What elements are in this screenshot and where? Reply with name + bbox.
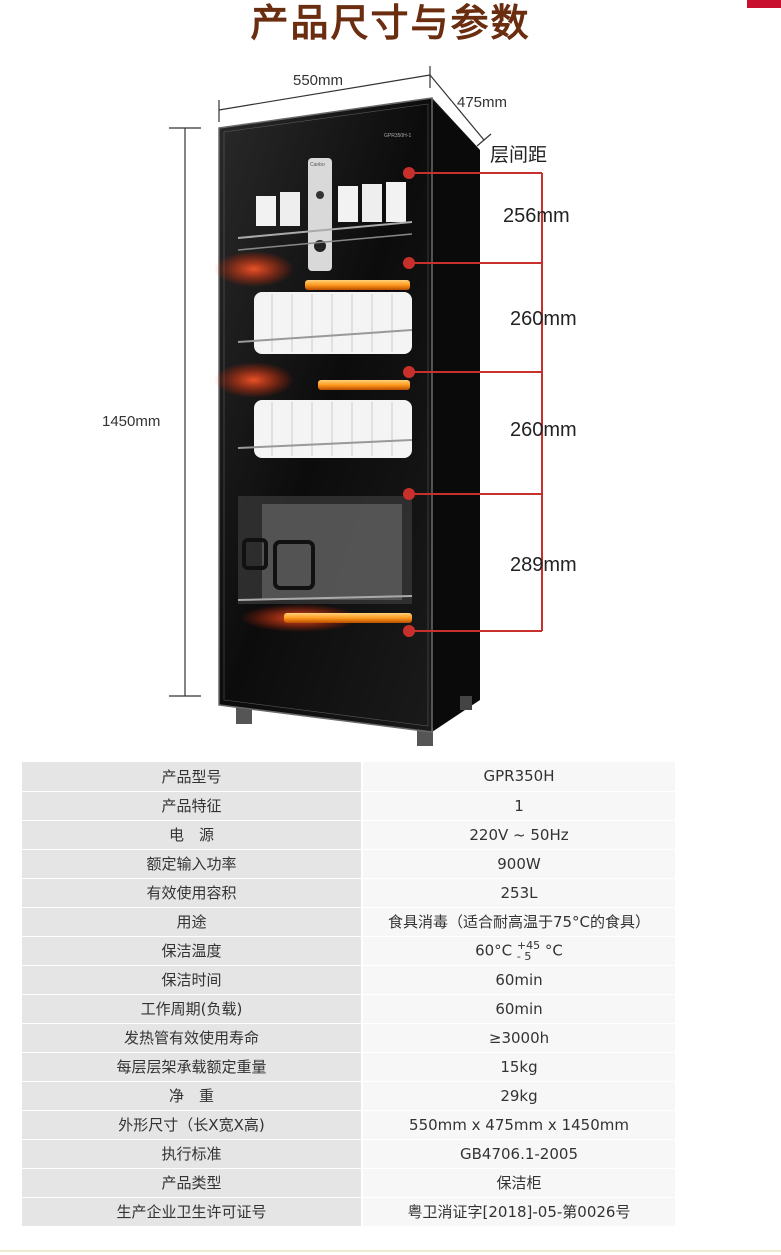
spec-value: GB4706.1-2005 [361, 1139, 675, 1169]
layer-spacing-markers [403, 167, 543, 637]
gap-label-4: 289mm [510, 554, 577, 576]
spec-value: 29kg [361, 1081, 675, 1111]
temp-base: 60°C [475, 941, 513, 959]
spec-key: 外形尺寸（长X宽X高) [22, 1110, 362, 1140]
gap-label-2: 260mm [510, 308, 577, 330]
table-row: 生产企业卫生许可证号粤卫消证字[2018]-05-第0026号 [22, 1197, 675, 1227]
bottom-dish-rack [237, 496, 413, 604]
brand-plate: Canbo [310, 162, 325, 168]
temp-tolerance: +45- 5 [517, 940, 540, 962]
plate-rack-2 [237, 400, 413, 458]
spec-key: 电 源 [22, 820, 362, 850]
spec-key: 净 重 [22, 1081, 362, 1111]
table-row: 保洁温度 60°C +45- 5 °C [22, 936, 675, 966]
page-title: 产品尺寸与参数 [250, 1, 531, 45]
spec-key: 产品特征 [22, 791, 362, 821]
spec-value-temperature: 60°C +45- 5 °C [361, 936, 675, 966]
cabinet-foot [460, 696, 472, 710]
spec-value: 900W [361, 849, 675, 879]
model-plate: GPR350H-1 [384, 133, 411, 139]
width-dimension [218, 66, 431, 122]
product-figure: GPR350H-1 Canbo 550mm 475mm 1450mm 层间距 2… [0, 60, 781, 750]
spec-key: 产品型号 [22, 762, 362, 792]
temp-plus: +45 [516, 938, 541, 952]
spec-value: 粤卫消证字[2018]-05-第0026号 [361, 1197, 675, 1227]
spec-value: 食具消毒（适合耐高温于75°C的食具） [361, 907, 675, 937]
spec-value: ≥3000h [361, 1023, 675, 1053]
spec-key: 工作周期(负载) [22, 994, 362, 1024]
temp-unit: °C [544, 941, 563, 959]
spec-key: 执行标准 [22, 1139, 362, 1169]
table-row: 产品类型保洁柜 [22, 1168, 675, 1198]
cabinet-foot [417, 728, 433, 746]
heater-tube [318, 380, 410, 390]
height-label: 1450mm [102, 413, 161, 430]
top-shelf-cups [237, 182, 413, 251]
corner-accent [747, 0, 781, 8]
spec-value: 550mm x 475mm x 1450mm [361, 1110, 675, 1140]
spec-value: 220V ~ 50Hz [361, 820, 675, 850]
depth-dimension [429, 74, 492, 147]
spec-key: 额定输入功率 [22, 849, 362, 879]
spec-key: 发热管有效使用寿命 [22, 1023, 362, 1053]
width-label: 550mm [293, 72, 344, 89]
layer-spacing-label: 层间距 [490, 144, 548, 166]
spec-key: 产品类型 [22, 1168, 362, 1198]
heater-tube [305, 280, 410, 290]
spec-value: 1 [361, 791, 675, 821]
control-panel [308, 158, 332, 271]
spec-value: 60min [361, 965, 675, 995]
cabinet-foot [236, 708, 252, 724]
power-button [316, 191, 324, 199]
cabinet-side [432, 98, 480, 732]
spec-key: 用途 [22, 907, 362, 937]
spec-key: 保洁时间 [22, 965, 362, 995]
gap-label-3: 260mm [510, 419, 577, 441]
spec-key: 保洁温度 [22, 936, 362, 966]
table-row: 用途食具消毒（适合耐高温于75°C的食具） [22, 907, 675, 937]
spec-value: 15kg [361, 1052, 675, 1082]
temp-minus: - 5 [516, 949, 532, 963]
spec-value: GPR350H [361, 762, 675, 792]
spec-key: 每层层架承载额定重量 [22, 1052, 362, 1082]
depth-label: 475mm [457, 94, 508, 111]
spec-key: 生产企业卫生许可证号 [22, 1197, 362, 1227]
gap-label-1: 256mm [503, 205, 570, 227]
height-dimension [169, 127, 201, 697]
plate-rack-1 [237, 292, 413, 354]
spec-value: 253L [361, 878, 675, 908]
table-row: 外形尺寸（长X宽X高)550mm x 475mm x 1450mm [22, 1110, 675, 1140]
cabinet-illustration: GPR350H-1 Canbo [169, 66, 543, 746]
spec-value: 60min [361, 994, 675, 1024]
spec-value: 保洁柜 [361, 1168, 675, 1198]
table-row: 发热管有效使用寿命≥3000h [22, 1023, 675, 1053]
bottom-divider [0, 1250, 781, 1252]
heater-tube [284, 613, 412, 623]
table-row: 工作周期(负载)60min [22, 994, 675, 1024]
spec-key: 有效使用容积 [22, 878, 362, 908]
